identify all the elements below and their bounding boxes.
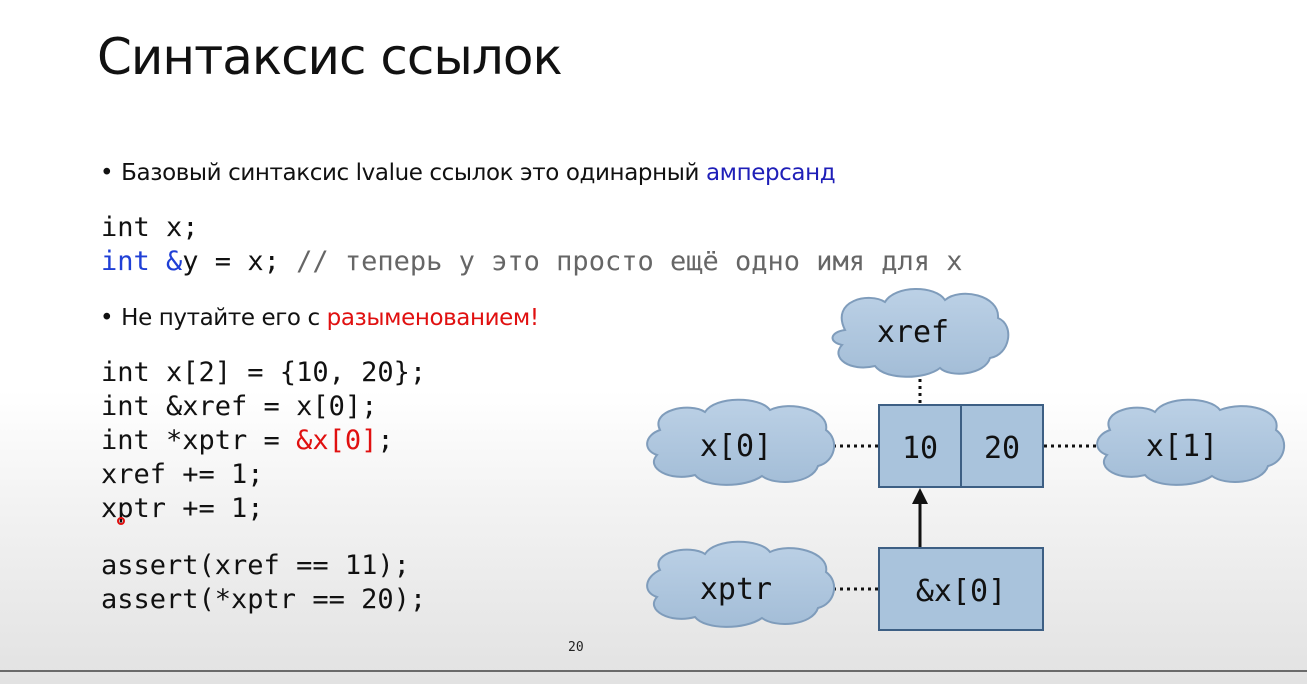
label-x1: x[1] <box>1146 429 1218 464</box>
code-line: assert(*xptr == 20); <box>101 584 427 615</box>
code-text: ; <box>377 425 394 456</box>
cloud-xptr: xptr <box>646 540 836 628</box>
code-block-example: int x[2] = {10, 20};int &xref = x[0];int… <box>101 356 426 526</box>
code-block-declaration: int x;int &y = x; // теперь y это просто… <box>101 211 963 279</box>
label-x0: x[0] <box>700 429 772 464</box>
label-xref: xref <box>877 315 949 350</box>
bullet-dot: • <box>100 305 114 331</box>
slide-title: Синтаксис ссылок <box>97 28 563 86</box>
code-line: int &xref = x[0]; <box>101 391 378 422</box>
code-line-reference: int &y = x; // теперь y это просто ещё о… <box>101 245 963 279</box>
code-text: y = x; <box>182 246 297 277</box>
bullet-highlight-ampersand: амперсанд <box>705 160 836 186</box>
arrow-head-icon <box>912 488 928 504</box>
cell-value-1: 20 <box>984 431 1020 466</box>
bullet-dereference-warning: • Не путайте его с разыменованием! <box>100 305 539 331</box>
bullet-text: Не путайте его с <box>121 305 327 331</box>
code-text: int *xptr = <box>101 425 297 456</box>
bottom-divider <box>0 670 1307 672</box>
code-line: assert(xref == 11); <box>101 550 410 581</box>
bullet-basic-syntax: • Базовый синтаксис lvalue ссылок это оди… <box>100 160 836 186</box>
cursor-marker-icon <box>117 517 125 525</box>
code-line: int x[2] = {10, 20}; <box>101 357 427 388</box>
cell-value-0: 10 <box>902 431 938 466</box>
page-number: 20 <box>568 640 584 655</box>
code-line: int x; <box>101 212 199 243</box>
code-block-asserts: assert(xref == 11);assert(*xptr == 20); <box>101 549 426 617</box>
code-line: xref += 1; <box>101 459 264 490</box>
code-ampersand: & <box>149 246 183 277</box>
code-line: xptr += 1; <box>101 493 264 524</box>
cloud-x1: x[1] <box>1096 398 1286 486</box>
code-comment: // теперь y это просто ещё одно имя для … <box>296 246 963 277</box>
code-keyword: int <box>101 246 150 277</box>
cloud-x0: x[0] <box>646 398 836 486</box>
address-box <box>878 547 1044 631</box>
cloud-xref: xref <box>831 288 1010 378</box>
code-line-pointer: int *xptr = &x[0]; <box>101 424 426 458</box>
address-value: &x[0] <box>916 574 1006 609</box>
bullet-highlight-dereference: разыменованием! <box>326 305 539 331</box>
memory-cell-1 <box>960 404 1044 488</box>
bullet-text: Базовый синтаксис lvalue ссылок это один… <box>121 160 706 186</box>
label-xptr: xptr <box>700 572 772 607</box>
code-address-of: &x[0] <box>296 425 378 456</box>
bullet-dot: • <box>100 160 114 186</box>
